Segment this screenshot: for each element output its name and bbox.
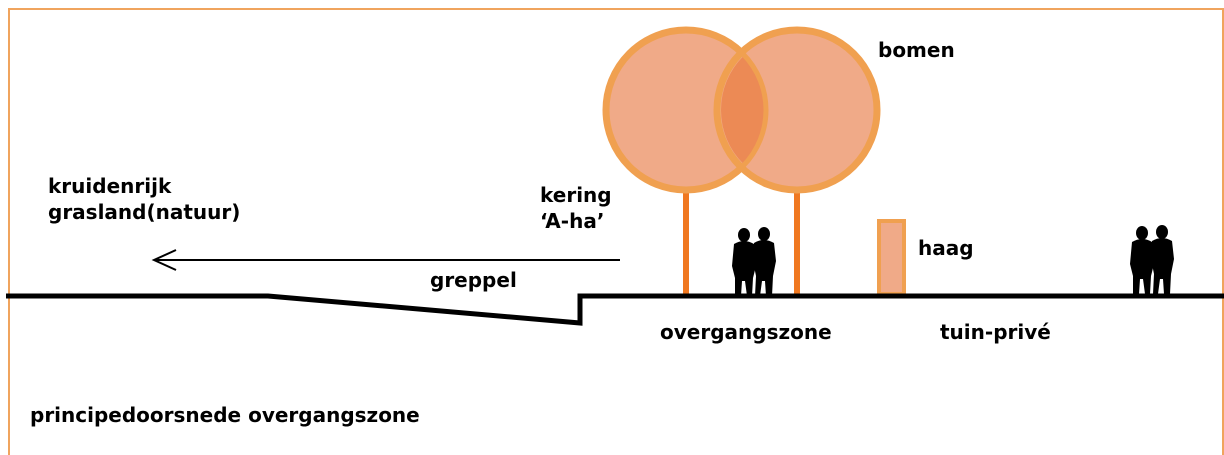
hedge xyxy=(877,219,906,296)
label-trees: bomen xyxy=(878,38,955,62)
label-ditch: greppel xyxy=(430,268,517,292)
diagram-frame xyxy=(8,8,1224,455)
trees-group xyxy=(602,26,881,296)
ground-profile xyxy=(6,293,1224,326)
label-meadow-line2: grasland(natuur) xyxy=(48,200,241,224)
walking-couple-icon xyxy=(1130,225,1174,294)
label-barrier-line1: kering xyxy=(540,183,612,207)
label-hedge: haag xyxy=(918,236,974,260)
tree-canopy-right-outline xyxy=(714,27,880,193)
tree-canopy-left-outline xyxy=(603,27,769,193)
diagram-caption: principedoorsnede overgangszone xyxy=(30,403,420,427)
direction-arrow xyxy=(151,249,620,271)
label-transition-zone: overgangszone xyxy=(660,320,832,344)
label-barrier-line2: ‘A-ha’ xyxy=(540,209,605,233)
label-meadow-line1: kruidenrijk xyxy=(48,174,172,198)
walking-couple-icon xyxy=(732,227,776,296)
label-private-garden: tuin-privé xyxy=(940,320,1051,344)
